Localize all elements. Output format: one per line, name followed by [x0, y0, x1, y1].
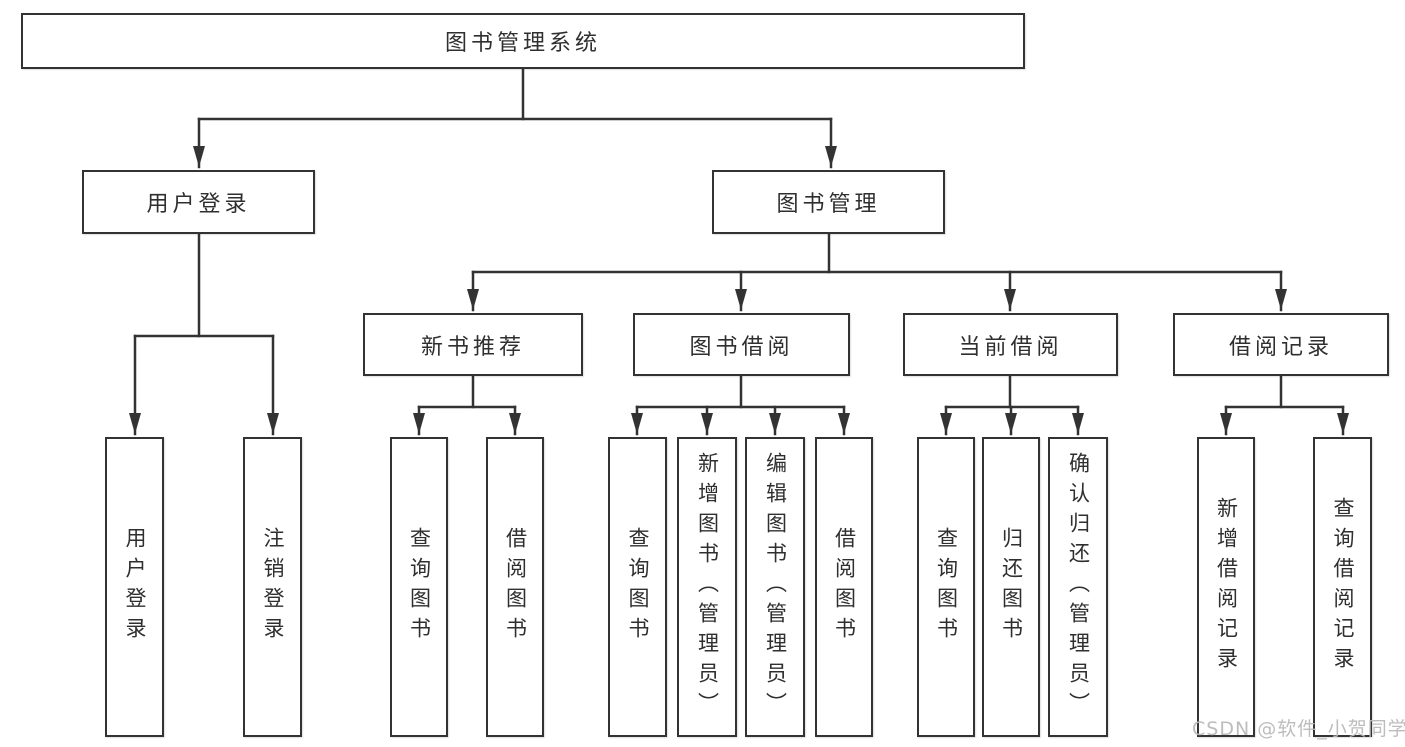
leaf-query-books-borrow: 查询图书 — [608, 437, 667, 737]
node-label: 用户登录 — [146, 192, 251, 217]
node-label: 当前借阅 — [958, 334, 1063, 360]
node-label: 图书管理 — [776, 192, 881, 217]
connector-borrow-records-to-leaves — [1220, 374, 1349, 436]
leaf-label: 查询借阅记录 — [1331, 497, 1355, 677]
connector-root-to-level2 — [193, 66, 837, 169]
connector-new-book-recommend-to-leaves — [413, 374, 521, 436]
node-label: 借阅记录 — [1228, 334, 1333, 360]
leaf-borrow-books: 借阅图书 — [815, 437, 873, 737]
connector-current-borrow-to-leaves — [940, 374, 1084, 436]
leaf-label: 查询图书 — [407, 527, 432, 647]
leaf-label: 编辑图书（管理员） — [763, 452, 788, 722]
node-new-book-recommend: 新书推荐 — [363, 313, 583, 376]
leaf-label: 新增借阅记录 — [1214, 497, 1239, 677]
node-label: 图书管理系统 — [444, 31, 601, 56]
leaf-logout: 注销登录 — [243, 437, 302, 737]
node-user-login: 用户登录 — [82, 170, 315, 234]
leaf-label: 查询图书 — [626, 527, 650, 647]
leaf-label: 注销登录 — [261, 527, 285, 647]
leaf-label: 借阅图书 — [503, 527, 528, 647]
leaf-confirm-return-admin: 确认归还（管理员） — [1048, 437, 1108, 737]
leaf-add-borrow-record: 新增借阅记录 — [1197, 437, 1255, 737]
leaf-label: 借阅图书 — [832, 527, 857, 647]
leaf-label: 新增图书（管理员） — [695, 452, 720, 722]
connector-user-login-to-leaves — [129, 231, 279, 436]
node-current-borrow: 当前借阅 — [903, 313, 1118, 376]
leaf-label: 查询图书 — [934, 527, 959, 647]
leaf-user-login: 用户登录 — [105, 437, 164, 737]
leaf-add-books-admin: 新增图书（管理员） — [677, 437, 737, 737]
node-book-management: 图书管理 — [712, 170, 945, 234]
leaf-label: 确认归还（管理员） — [1066, 452, 1091, 722]
connector-book-management-to-level3 — [467, 231, 1287, 312]
leaf-query-books-current: 查询图书 — [917, 437, 975, 737]
node-label: 图书借阅 — [689, 334, 794, 360]
leaf-query-borrow-record: 查询借阅记录 — [1313, 437, 1372, 737]
leaf-label: 归还图书 — [999, 527, 1024, 647]
node-library-management-system: 图书管理系统 — [21, 13, 1025, 69]
node-book-borrow: 图书借阅 — [633, 313, 850, 376]
leaf-borrow-books-recommend: 借阅图书 — [486, 437, 544, 737]
leaf-edit-books-admin: 编辑图书（管理员） — [745, 437, 805, 737]
watermark: CSDN @软件_小贺同学 — [1192, 718, 1405, 740]
connector-book-borrow-to-leaves — [631, 374, 850, 436]
leaf-query-books-recommend: 查询图书 — [390, 437, 448, 737]
node-borrow-records: 借阅记录 — [1173, 313, 1389, 376]
node-label: 新书推荐 — [420, 334, 525, 360]
leaf-label: 用户登录 — [123, 527, 147, 647]
leaf-return-books: 归还图书 — [982, 437, 1040, 737]
